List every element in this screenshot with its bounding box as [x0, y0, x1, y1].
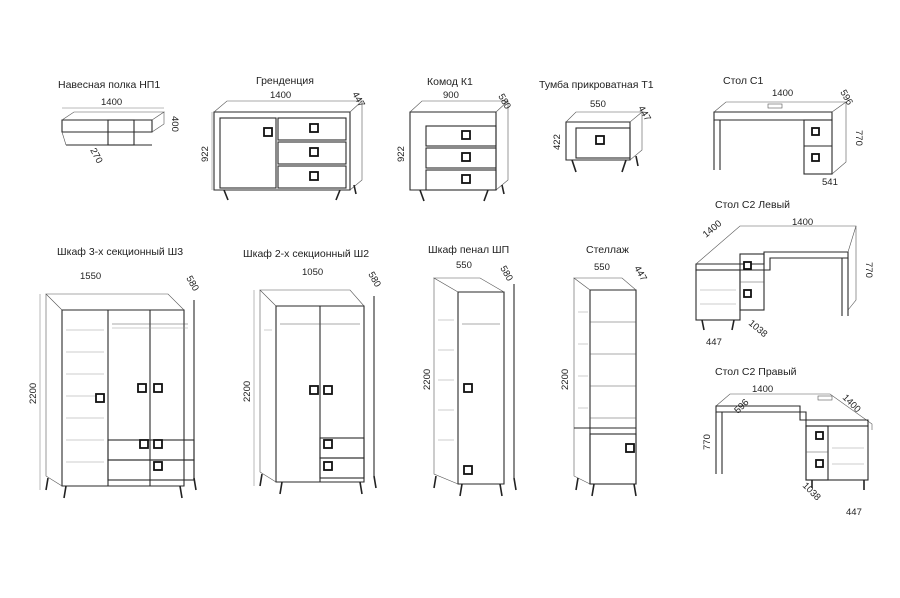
dim-desk-c2l-return: 1400 [701, 218, 724, 240]
drawing-chest-k1: 900 580 922 [396, 90, 513, 202]
dim-sideboard-height: 922 [200, 146, 211, 162]
dim-desk-c2l-width: 1400 [792, 217, 813, 228]
title-hanging-shelf: Навесная полка НП1 [58, 79, 161, 91]
drawing-desk-c1: 1400 596 770 541 [713, 88, 864, 188]
title-desk-c2-left: Стол С2 Левый [715, 199, 790, 211]
dim-chest-height: 922 [396, 146, 407, 162]
dim-pencil-width: 550 [456, 260, 472, 271]
dim-pencil-height: 2200 [422, 369, 433, 390]
title-nightstand-t1: Тумба прикроватная Т1 [539, 79, 654, 91]
drawing-pencil-case: 550 580 2200 [422, 260, 517, 497]
dim-desk-c2l-pedestal: 447 [706, 337, 722, 348]
dim-shelf-width: 1400 [101, 97, 122, 108]
dim-desk-c2r-depth: 596 [732, 397, 751, 416]
dim-rack-height: 2200 [560, 369, 571, 390]
drawing-hanging-shelf: 1400 400 270 [61, 97, 180, 165]
title-wardrobe-3: Шкаф 3-х секционный Ш3 [57, 246, 184, 258]
dim-desk-c1-depth: 596 [837, 88, 854, 107]
drawing-rack: 550 447 2200 [560, 262, 649, 497]
drawing-sideboard: 1400 447 922 [200, 90, 367, 201]
dim-wardrobe2-height: 2200 [242, 381, 253, 402]
title-wardrobe-2: Шкаф 2-х секционный Ш2 [243, 248, 370, 260]
dim-nightstand-width: 550 [590, 99, 606, 110]
dim-pencil-depth: 580 [497, 264, 514, 283]
dim-desk-c2l-height: 770 [863, 262, 874, 278]
dim-rack-width: 550 [594, 262, 610, 273]
dim-shelf-height: 400 [169, 116, 180, 132]
drawing-desk-c2-left: 1400 1400 770 1038 447 [695, 217, 874, 348]
dim-rack-depth: 447 [631, 264, 648, 283]
drawing-nightstand-t1: 550 447 422 [552, 99, 653, 173]
dim-wardrobe3-height: 2200 [28, 383, 39, 404]
dim-desk-c2l-depth: 1038 [746, 318, 769, 340]
dim-desk-c2r-width: 1400 [752, 384, 773, 395]
dim-sideboard-width: 1400 [270, 90, 291, 101]
dim-shelf-depth: 270 [87, 146, 104, 165]
drawing-wardrobe-3: 1550 580 2200 [28, 271, 201, 499]
dim-desk-c2r-pedestal: 447 [846, 507, 862, 518]
dim-desk-c1-pedestal: 541 [822, 177, 838, 188]
dim-wardrobe2-width: 1050 [302, 267, 323, 278]
title-desk-c2-right: Стол С2 Правый [715, 366, 797, 378]
dim-wardrobe3-depth: 580 [183, 274, 200, 293]
title-sideboard: Гренденция [256, 75, 314, 87]
dim-wardrobe2-depth: 580 [365, 270, 382, 289]
dim-desk-c2r-height: 770 [702, 434, 713, 450]
drawing-desk-c2-right: 1400 1400 770 596 1038 447 [702, 384, 873, 518]
dim-chest-width: 900 [443, 90, 459, 101]
dim-nightstand-depth: 447 [635, 104, 652, 123]
dim-sideboard-depth: 447 [349, 90, 366, 109]
dim-desk-c1-height: 770 [853, 130, 864, 146]
title-chest-k1: Комод К1 [427, 76, 473, 88]
title-pencil-case: Шкаф пенал ШП [428, 244, 510, 256]
title-rack: Стеллаж [586, 244, 629, 256]
dim-desk-c1-width: 1400 [772, 88, 793, 99]
dim-desk-c2r-side: 1038 [800, 480, 823, 503]
dim-wardrobe3-width: 1550 [80, 271, 101, 282]
title-desk-c1: Стол С1 [723, 75, 764, 87]
dim-chest-depth: 580 [495, 92, 512, 111]
drawing-wardrobe-2: 1050 580 2200 [242, 267, 383, 495]
dim-nightstand-height: 422 [552, 134, 563, 150]
